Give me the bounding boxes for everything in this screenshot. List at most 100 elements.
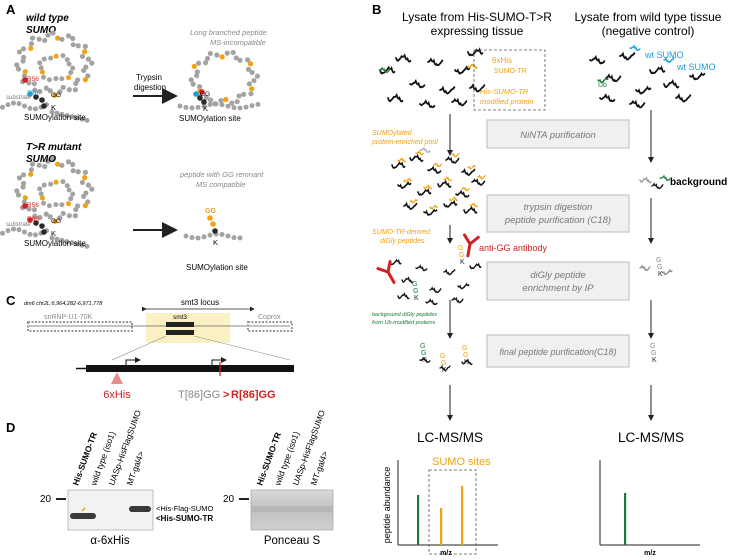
control-protein (635, 85, 652, 95)
substrate-bead (54, 110, 60, 116)
wt-sumo-protein-beads (0, 30, 95, 123)
pool-protein (409, 153, 424, 162)
sumo-bead (81, 67, 87, 74)
remnant-substrate-bead (231, 235, 237, 241)
sumo-bead (16, 49, 23, 55)
blot2-band (251, 506, 333, 512)
his-sumo-protein (467, 62, 478, 69)
antibody-shape (462, 233, 480, 258)
pool-protein (445, 155, 460, 164)
glycine-bead (39, 223, 45, 229)
blot1-title: α-6xHis (90, 535, 129, 547)
remnant-site-label: SUMOylation site (186, 263, 248, 272)
pool-protein (423, 208, 438, 216)
cut-sumo-bead (203, 94, 209, 101)
pool-protein (417, 187, 432, 196)
sumo-inner-bead (53, 179, 59, 185)
cut-sumo-bead (218, 98, 224, 104)
anti-gg-antibody (376, 260, 396, 284)
lane-label: MT-gal4> (308, 450, 330, 487)
mut-k-label: K (51, 229, 56, 238)
pool-protein (463, 205, 478, 214)
sumo-bead (50, 30, 56, 36)
locus-label: smt3 locus (181, 298, 219, 307)
sumo-tr-label: SUMO-TR (494, 68, 527, 75)
pool-sumo (423, 184, 432, 190)
his-tag-label: 6xHis (492, 56, 512, 65)
sumo-bead (14, 188, 20, 194)
step-final-label: final peptide purification(C18) (499, 347, 616, 357)
gene-mid-exon-2 (166, 330, 194, 335)
mut-r56-label: R56 (27, 202, 39, 209)
sumo-bead (37, 214, 43, 221)
sumo-inner-bead (53, 202, 59, 208)
substrate-bead (59, 111, 65, 117)
sumo-inner-bead (66, 75, 72, 81)
substrate-bead (49, 109, 55, 115)
sumo-bead (20, 46, 27, 52)
remnant-glycine-bead (210, 221, 216, 227)
glycine-bead (33, 220, 39, 226)
gene-left-label: snRNP-U1-70K (44, 314, 93, 321)
gene-left-body (27, 321, 133, 332)
mut-substrate-label: substrate (6, 222, 31, 228)
bg-ub (659, 174, 671, 181)
left-lysate-title-2: expressing tissue (431, 24, 524, 38)
substrate-bead (59, 237, 65, 243)
lane-label: MT-gal4> (124, 450, 146, 487)
ctrl-bg-remnant: G (656, 257, 661, 264)
cut-substrate-bead (255, 101, 261, 107)
digested-peptide (451, 296, 464, 304)
sumo-bead (73, 206, 79, 213)
sumo-inner-bead (60, 53, 66, 59)
substrate-bead (69, 114, 75, 120)
sumo-bead (70, 42, 76, 48)
substrate-bead (74, 115, 80, 121)
sumo-inner-bead (38, 191, 44, 197)
cut-sumo-bead (245, 57, 251, 63)
pool-protein (455, 189, 470, 198)
blot1-artifact (81, 507, 86, 512)
enriched-pool-label-2: protein-enriched pool (371, 139, 438, 146)
remnant-substrate-bead (219, 231, 225, 237)
spectrum-left-xlabel: m/z (440, 550, 452, 557)
cut-sumo-bead (233, 55, 239, 61)
wt-sumo-label-1: wt SUMO (644, 50, 684, 60)
sumo-bead (81, 193, 87, 200)
sumo-bead (42, 163, 48, 170)
pool-sumo (409, 198, 418, 204)
cut-sumo-bead (202, 60, 209, 66)
panel-b-label: B (372, 2, 381, 17)
cut-k-label: K (203, 104, 208, 113)
remnant-substrate-bead (201, 234, 207, 240)
pool-protein (403, 201, 418, 210)
sumo-bead (45, 158, 51, 164)
cut-substrate-bead (225, 103, 231, 109)
substrate-bead (27, 105, 33, 111)
background-label: background (670, 177, 727, 188)
remnant-label-2: MS compatible (196, 180, 246, 189)
sumo-bead (70, 161, 76, 168)
cut-sumo-bead (188, 77, 194, 83)
lysine-bead (41, 229, 47, 235)
wt-substrate-label: substrate (6, 95, 31, 101)
sumo-bead (66, 87, 72, 93)
antibody-shape (376, 260, 396, 284)
control-protein (589, 54, 606, 65)
trypsin-label-2: digestion (134, 83, 166, 92)
cut-r56-bead (199, 89, 205, 95)
sumo-sites-box (428, 469, 477, 555)
sumo-bead (57, 89, 63, 95)
control-protein (663, 78, 680, 89)
sumo-bead (70, 35, 76, 42)
cut-site-label: SUMOylation site (179, 114, 241, 123)
cut-substrate-bead (219, 102, 225, 108)
substrate-bead (27, 231, 33, 237)
step-ip-label: diGly peptide (530, 270, 585, 281)
sumo-bead (52, 92, 58, 98)
substrate-bead (69, 240, 75, 246)
sumo-bead (47, 88, 53, 94)
sumo-bead (43, 85, 49, 91)
